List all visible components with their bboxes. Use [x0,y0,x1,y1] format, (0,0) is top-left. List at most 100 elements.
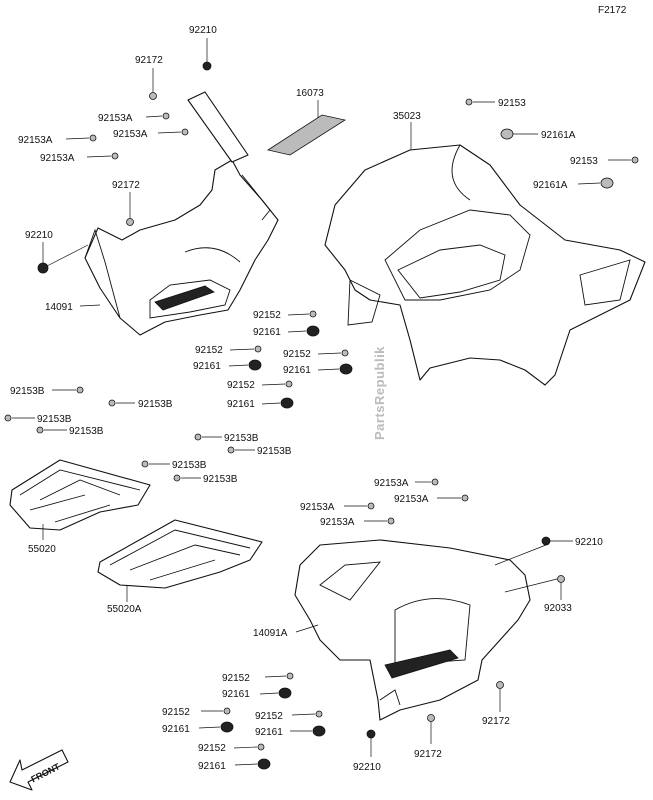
label-92210-top: 92210 [189,25,217,36]
label-92153A-3: 92153A [18,135,53,146]
bolt-92153B-1-icon [76,386,84,394]
label-92153A-1: 92153A [98,113,133,124]
label-92152-1: 92152 [253,310,281,321]
carrier-55020A [97,519,263,589]
front-fender-left-14091 [84,159,279,336]
label-92153-r2: 92153 [570,156,598,167]
label-92153A-2: 92153A [113,129,148,140]
grommet-92161-6-icon [220,721,234,733]
bolt-92153B-5-icon [194,433,202,441]
label-92161-5: 92161 [222,689,250,700]
label-92152-2: 92152 [195,345,223,356]
label-92153B-2: 92153B [138,399,173,410]
label-92153B-7: 92153B [172,460,207,471]
label-92153-r1: 92153 [498,98,526,109]
label-92033: 92033 [544,603,572,614]
label-92161-6: 92161 [162,724,190,735]
label-92152-6: 92152 [162,707,190,718]
label-92153B-5: 92153B [224,433,259,444]
screw-92153-2-icon [631,156,639,164]
screw-92153A-1-icon [162,112,170,120]
label-92172-mid: 92172 [112,180,140,191]
label-92161-1: 92161 [253,327,281,338]
bolt-92172-mid-icon [126,218,134,226]
screw-92153A-2-icon [181,128,189,136]
bolt-92153B-7-icon [141,460,149,468]
label-35023: 35023 [393,111,421,122]
screw-92152-1-icon [309,310,317,318]
carrier-55020 [9,459,151,531]
label-92153B-3: 92153B [37,414,72,425]
screw-92152-8-icon [257,743,265,751]
screw-92153A-4-icon [111,152,119,160]
label-92153B-8: 92153B [203,474,238,485]
bolt-92153B-3-icon [4,414,12,422]
nut-92210-top-icon [202,61,212,71]
grommet-92161-3-icon [339,363,353,375]
watermark: PartsRepublik [372,346,387,440]
nut-92210-bot-icon [366,729,376,739]
bolt-92153B-6-icon [227,446,235,454]
label-92161-2: 92161 [193,361,221,372]
hardware-icons [4,61,639,770]
nut-92210-right-icon [541,536,551,546]
bolt-92153B-2-icon [108,399,116,407]
bolt-92172-bot2-icon [427,714,435,722]
screw-92152-7-icon [315,710,323,718]
screw-92153A-6-icon [461,494,469,502]
label-92161A-1: 92161A [541,130,576,141]
grommet-92161-2-icon [248,359,262,371]
label-92152-8: 92152 [198,743,226,754]
grommet-92161A-2-icon [600,177,614,189]
screw-92153A-3-icon [89,134,97,142]
grommet-92161-5-icon [278,687,292,699]
screw-92152-5-icon [286,672,294,680]
screw-92152-3-icon [341,349,349,357]
nut-92210-left-icon [37,262,49,274]
label-92153A-8: 92153A [320,517,355,528]
leader-lines [12,38,631,766]
label-92210-bot: 92210 [353,762,381,773]
figure-id: F2172 [598,5,627,16]
rear-fender-14091A [294,539,531,721]
label-92210-left: 92210 [25,230,53,241]
grommet-92161-7-icon [312,725,326,737]
label-92153A-7: 92153A [300,502,335,513]
label-92152-3: 92152 [283,349,311,360]
screw-92153A-5-icon [431,478,439,486]
screw-92153A-8-icon [387,517,395,525]
bolt-92172-top-icon [149,92,157,100]
grommet-92161A-1-icon [500,128,514,140]
screw-92152-2-icon [254,345,262,353]
fender-arm [187,91,249,163]
label-92172-top: 92172 [135,55,163,66]
label-92152-5: 92152 [222,673,250,684]
label-92210-right: 92210 [575,537,603,548]
label-92172-bot1: 92172 [482,716,510,727]
label-92153A-5: 92153A [374,478,409,489]
label-92161-4: 92161 [227,399,255,410]
label-92153A-4: 92153A [40,153,75,164]
label-55020: 55020 [28,544,56,555]
label-16073: 16073 [296,88,324,99]
screw-92152-6-icon [223,707,231,715]
label-92153B-6: 92153B [257,446,292,457]
bolt-92172-bot1-icon [496,681,504,689]
part-labels: 92210 92172 16073 35023 92153 92161A 921… [10,25,603,773]
label-55020A: 55020A [107,604,142,615]
clip-92033-icon [557,575,565,583]
label-92161-3: 92161 [283,365,311,376]
part-16073-strip [266,114,347,156]
label-92153B-4: 92153B [69,426,104,437]
screw-92153-icon [465,98,473,106]
label-92152-4: 92152 [227,380,255,391]
label-14091: 14091 [45,302,73,313]
grommet-92161-8-icon [257,758,271,770]
label-92161-8: 92161 [198,761,226,772]
front-direction-arrow: FRONT [9,749,69,791]
label-92153A-6: 92153A [394,494,429,505]
screw-92152-4-icon [285,380,293,388]
grommet-92161-1-icon [306,325,320,337]
label-92161A-2: 92161A [533,180,568,191]
